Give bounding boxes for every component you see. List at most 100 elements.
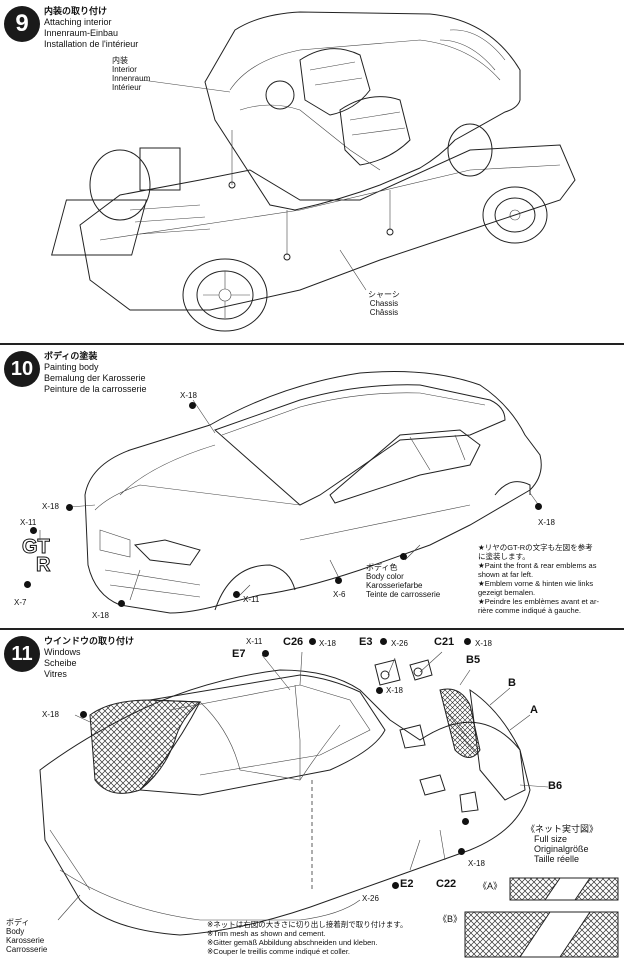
body-color-fr: Teinte de carrosserie — [366, 590, 441, 599]
paint-mark-dot — [118, 600, 125, 607]
mesh-note: ※ネットは右図の大きさに切り出し接着剤で取り付けます。 ※Trim mesh a… — [207, 920, 457, 956]
interior-de: Innenraum — [112, 74, 151, 83]
mark-x26: X-26 — [391, 639, 408, 648]
step-title: 内装の取り付け Attaching interior Innenraum-Ein… — [44, 6, 138, 50]
title-en: Attaching interior — [44, 17, 112, 27]
mark-dot — [309, 638, 316, 645]
note-line: ※Couper le treillis comme indiqué et col… — [207, 947, 351, 956]
interior-en: Interior — [112, 65, 137, 74]
mark-dot — [262, 650, 269, 657]
part-a: A — [530, 704, 538, 716]
paint-mark: X-18 — [538, 518, 555, 527]
body-fr: Carrosserie — [6, 945, 48, 954]
mark-x18: X-18 — [42, 710, 59, 719]
step-number: 9 — [4, 6, 40, 42]
title-en: Windows — [44, 647, 81, 657]
step-number: 11 — [4, 636, 40, 672]
body-jp: ボディ — [6, 918, 30, 927]
chassis-en: Chassis — [369, 299, 399, 308]
interior-jp: 内装 — [112, 56, 128, 65]
mark-x18: X-18 — [475, 639, 492, 648]
mark-dot — [458, 848, 465, 855]
part-b: B — [508, 677, 516, 689]
fullsize-label: 《ネット実寸図》 Full size Originalgröße Taille … — [526, 824, 598, 864]
part-e3: E3 — [359, 636, 373, 648]
fullsize-de: Originalgröße — [534, 844, 589, 854]
mesh-b-label: 《B》 — [438, 914, 463, 924]
mark-dot — [392, 882, 399, 889]
part-c21: C21 — [434, 636, 455, 648]
chassis-jp: シャーシ — [368, 290, 400, 299]
mark-x18: X-18 — [468, 859, 485, 868]
interior-label: 内装 Interior Innenraum Intérieur — [112, 56, 150, 92]
title-de: Innenraum-Einbau — [44, 28, 119, 38]
paint-mark-dot — [189, 402, 196, 409]
paint-mark: X-18 — [42, 502, 59, 511]
step-9: 9 内装の取り付け Attaching interior Innenraum-E… — [0, 0, 624, 340]
paint-mark: X-6 — [333, 590, 346, 599]
chassis-label: シャーシ Chassis Châssis — [368, 290, 400, 317]
part-e2: E2 — [400, 878, 414, 890]
body-de: Karosserie — [6, 936, 45, 945]
note-line: shown at far left. — [478, 570, 534, 579]
body-en: Body — [6, 927, 25, 936]
interior-fr: Intérieur — [112, 83, 142, 92]
body-label: ボディ Body Karosserie Carrosserie — [6, 918, 47, 954]
paint-mark: X-18 — [92, 611, 109, 620]
note-line: ※Gitter gemäß Abbildung abschneiden und … — [207, 938, 378, 947]
paint-mark-dot — [66, 504, 73, 511]
step-title: ボディの塗装 Painting body Bemalung der Kaross… — [44, 351, 147, 395]
body-color-label: ボディ色 Body color Karosseriefarbe Teinte d… — [366, 563, 440, 599]
fullsize-jp: 《ネット実寸図》 — [526, 824, 599, 834]
part-c26: C26 — [283, 636, 304, 648]
svg-text:GT: GT — [22, 536, 50, 558]
title-fr: Peinture de la carrosserie — [44, 384, 147, 394]
title-de: Scheibe — [44, 658, 77, 668]
step-title: ウインドウの取り付け Windows Scheibe Vitres — [44, 636, 134, 680]
mark-x18: X-18 — [386, 686, 403, 695]
body-color-jp: ボディ色 — [366, 563, 398, 572]
note-line: ※ネットは右図の大きさに切り出し接着剤で取り付けます。 — [207, 920, 408, 929]
mark-x18: X-18 — [319, 639, 336, 648]
mark-dot — [462, 818, 469, 825]
mesh-a-label: 《A》 — [478, 881, 503, 891]
svg-text:R: R — [36, 554, 51, 576]
title-fr: Installation de l'intérieur — [44, 39, 139, 49]
note-line: rière comme indiqué à gauche. — [478, 606, 581, 615]
mark-dot — [380, 638, 387, 645]
title-jp: 内装の取り付け — [44, 6, 108, 16]
note-line: gezeigt bemalen. — [478, 588, 536, 597]
paint-mark-dot — [30, 527, 37, 534]
part-c22: C22 — [436, 878, 457, 890]
paint-mark: X-18 — [180, 391, 197, 400]
body-color-de: Karosseriefarbe — [366, 581, 423, 590]
paint-mark-dot — [24, 581, 31, 588]
title-de: Bemalung der Karosserie — [44, 373, 146, 383]
body-color-dot — [400, 553, 407, 560]
interior-chassis-drawing — [51, 11, 576, 332]
mark-x26: X-26 — [362, 894, 379, 903]
title-jp: ボディの塗装 — [44, 351, 98, 361]
emblem-note: ★リヤのGT-Rの文字も左図を参考 に塗装します。 ★Paint the fro… — [478, 543, 622, 615]
separator — [0, 628, 624, 630]
mark-dot — [376, 687, 383, 694]
note-line: ★Paint the front & rear emblems as — [478, 561, 597, 570]
paint-mark: X-11 — [243, 595, 260, 604]
paint-mark-dot — [233, 591, 240, 598]
note-line: ★Emblem vorne & hinten wie links — [478, 579, 594, 588]
note-line: に塗装します。 — [478, 552, 530, 561]
title-jp: ウインドウの取り付け — [44, 636, 135, 646]
part-b6: B6 — [548, 780, 563, 792]
separator — [0, 343, 624, 345]
title-fr: Vitres — [44, 669, 67, 679]
fullsize-en: Full size — [534, 834, 568, 844]
note-line: ※Trim mesh as shown and cement. — [207, 929, 326, 938]
step-10: 10 ボディの塗装 Painting body Bemalung der Kar… — [0, 345, 624, 628]
title-en: Painting body — [44, 362, 99, 372]
chassis-fr: Châssis — [369, 308, 399, 317]
body-color-en: Body color — [366, 572, 404, 581]
paint-mark-dot — [535, 503, 542, 510]
paint-mark: X-7 — [14, 598, 27, 607]
step-11: 11 ウインドウの取り付け Windows Scheibe Vitres — [0, 630, 624, 961]
part-e7: E7 — [232, 648, 246, 660]
